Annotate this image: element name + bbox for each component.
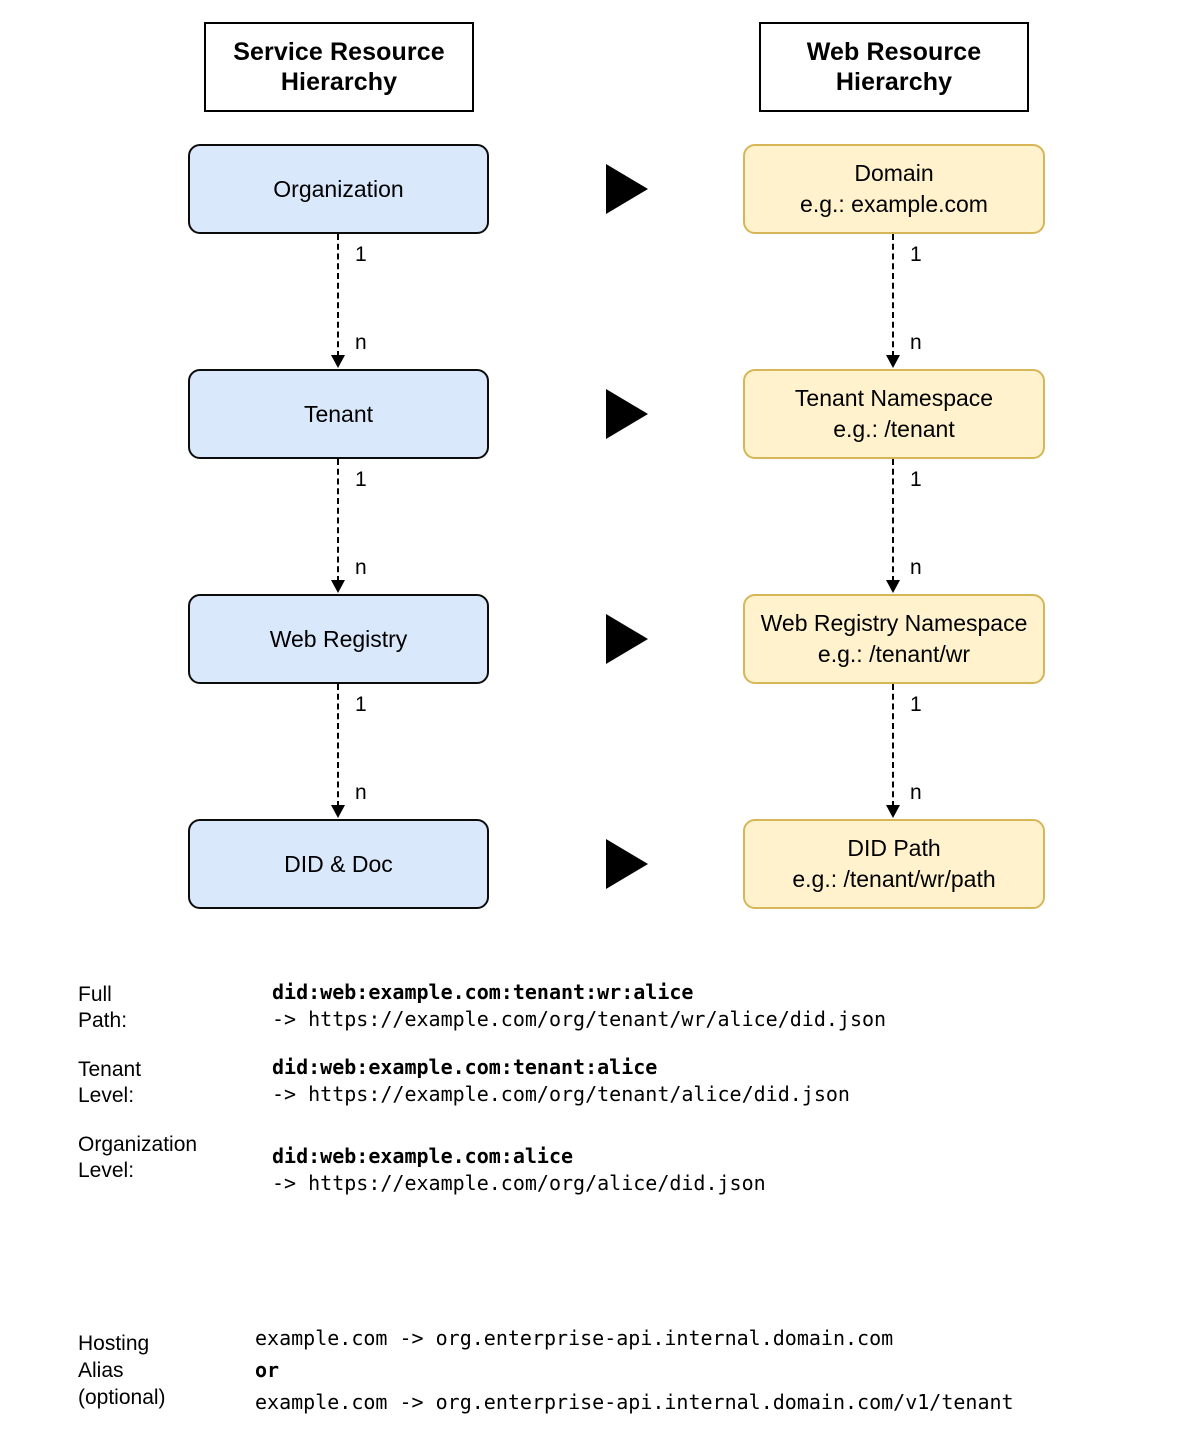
cardinality-label-many: n bbox=[910, 556, 922, 579]
node-label: Web Registry Namespace bbox=[760, 610, 1028, 637]
node-label: Tenant Namespace bbox=[794, 385, 994, 412]
node-label: Tenant bbox=[303, 400, 374, 427]
example-label: Organization Level: bbox=[78, 1133, 198, 1182]
example-url: -> https://example.com/org/tenant/alice/… bbox=[272, 1082, 850, 1106]
arrowhead-icon bbox=[886, 355, 900, 368]
cardinality-label-one: 1 bbox=[355, 243, 367, 266]
arrowhead-icon bbox=[886, 580, 900, 593]
cardinality-label-one: 1 bbox=[910, 468, 922, 491]
dashed-line bbox=[337, 234, 339, 357]
cardinality-label-many: n bbox=[355, 331, 367, 354]
node-example: e.g.: /tenant/wr bbox=[817, 641, 971, 667]
right-triangle-icon bbox=[606, 389, 648, 439]
node-example: e.g.: example.com bbox=[800, 191, 988, 217]
arrowhead-icon bbox=[331, 355, 345, 368]
arrowhead-icon bbox=[886, 805, 900, 818]
node-label: DID & Doc bbox=[284, 850, 393, 877]
right-triangle-icon bbox=[606, 614, 648, 664]
connector-service-web-registry-to-did: 1 n bbox=[331, 684, 367, 819]
connector-service-tenant-to-web-registry: 1 n bbox=[331, 459, 367, 594]
node-web-domain[interactable]: Domain e.g.: example.com bbox=[743, 144, 1045, 234]
cardinality-label-many: n bbox=[355, 556, 367, 579]
cardinality-label-one: 1 bbox=[910, 243, 922, 266]
right-triangle-icon bbox=[606, 839, 648, 889]
dashed-line bbox=[892, 684, 894, 807]
cardinality-label-one: 1 bbox=[355, 468, 367, 491]
cardinality-label-one: 1 bbox=[910, 693, 922, 716]
example-url: -> https://example.com/org/alice/did.jso… bbox=[272, 1171, 766, 1195]
right-triangle-icon bbox=[606, 164, 648, 214]
hosting-alias-label: Hosting Alias (optional) bbox=[78, 1332, 166, 1409]
cardinality-label-many: n bbox=[355, 781, 367, 804]
connector-web-domain-to-tenant-namespace: 1 n bbox=[886, 234, 922, 369]
example-label: Full Path: bbox=[78, 983, 128, 1032]
hosting-alias-line-2: example.com -> org.enterprise-api.intern… bbox=[255, 1390, 1014, 1414]
node-service-did-and-doc[interactable]: DID & Doc bbox=[188, 819, 489, 909]
arrowhead-icon bbox=[331, 580, 345, 593]
example-content: did:web:example.com:tenant:wr:alice -> h… bbox=[272, 979, 886, 1033]
node-label: Domain bbox=[854, 160, 934, 187]
node-example: e.g.: /tenant bbox=[833, 416, 955, 442]
example-url: -> https://example.com/org/tenant/wr/ali… bbox=[272, 1007, 887, 1031]
column-header-service-resource-hierarchy: Service Resource Hierarchy bbox=[204, 22, 474, 112]
example-did: did:web:example.com:alice bbox=[272, 1144, 574, 1168]
node-example: e.g.: /tenant/wr/path bbox=[792, 866, 996, 892]
hosting-alias-separator: or bbox=[255, 1358, 280, 1382]
node-label: DID Path bbox=[847, 835, 941, 862]
dashed-line bbox=[892, 234, 894, 357]
cardinality-label-many: n bbox=[910, 331, 922, 354]
node-label: Web Registry bbox=[269, 625, 408, 652]
example-did: did:web:example.com:tenant:wr:alice bbox=[272, 980, 694, 1004]
dashed-line bbox=[337, 684, 339, 807]
dashed-line bbox=[892, 459, 894, 582]
node-web-registry-namespace[interactable]: Web Registry Namespace e.g.: /tenant/wr bbox=[743, 594, 1045, 684]
connector-service-org-to-tenant: 1 n bbox=[331, 234, 367, 369]
hosting-alias-line-1: example.com -> org.enterprise-api.intern… bbox=[255, 1326, 894, 1350]
example-label: Tenant Level: bbox=[78, 1058, 142, 1107]
dashed-line bbox=[337, 459, 339, 582]
cardinality-label-one: 1 bbox=[355, 693, 367, 716]
node-service-tenant[interactable]: Tenant bbox=[188, 369, 489, 459]
arrowhead-icon bbox=[331, 805, 345, 818]
node-service-organization[interactable]: Organization bbox=[188, 144, 489, 234]
node-web-tenant-namespace[interactable]: Tenant Namespace e.g.: /tenant bbox=[743, 369, 1045, 459]
connector-web-tenant-namespace-to-registry-namespace: 1 n bbox=[886, 459, 922, 594]
node-service-web-registry[interactable]: Web Registry bbox=[188, 594, 489, 684]
node-label: Organization bbox=[273, 175, 404, 202]
node-web-did-path[interactable]: DID Path e.g.: /tenant/wr/path bbox=[743, 819, 1045, 909]
column-header-web-resource-hierarchy: Web Resource Hierarchy bbox=[759, 22, 1029, 112]
example-did: did:web:example.com:tenant:alice bbox=[272, 1055, 658, 1079]
hosting-alias-content: example.com -> org.enterprise-api.intern… bbox=[255, 1322, 1014, 1418]
cardinality-label-many: n bbox=[910, 781, 922, 804]
example-content: did:web:example.com:alice -> https://exa… bbox=[272, 1143, 766, 1197]
connector-web-registry-namespace-to-did-path: 1 n bbox=[886, 684, 922, 819]
example-content: did:web:example.com:tenant:alice -> http… bbox=[272, 1054, 850, 1108]
